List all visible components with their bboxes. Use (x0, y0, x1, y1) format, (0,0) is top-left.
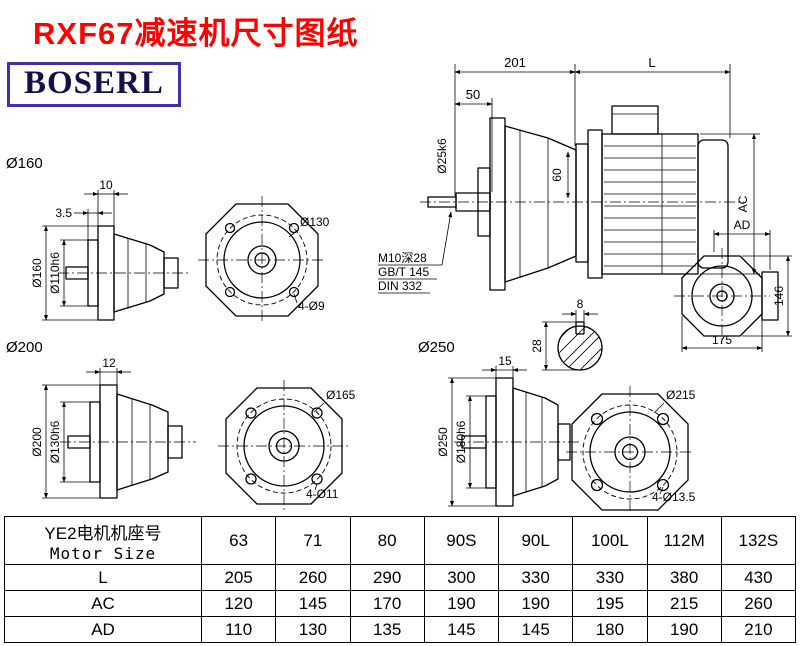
table-cell: 430 (720, 564, 797, 591)
thread-note-m10: M10深28 (378, 251, 427, 265)
table-row-L: L 205 260 290 300 330 330 380 430 (4, 564, 797, 591)
table-cell: 130 (275, 616, 351, 643)
dim-8: 8 (577, 297, 584, 311)
logo: BOSERL (7, 62, 181, 107)
table-cell: 145 (423, 616, 500, 643)
table-cell: 170 (349, 590, 425, 617)
dim-12: 12 (102, 356, 116, 370)
table-cell: 290 (349, 564, 425, 591)
table-col-header: 132S (720, 516, 797, 565)
table-cell: 190 (423, 590, 500, 617)
table-cell: 145 (497, 616, 574, 643)
motor-end-view: AD 146 175 (674, 218, 792, 352)
table-col-header: 90S (423, 516, 500, 565)
table-cell: 300 (423, 564, 500, 591)
keyway-section-detail: 8 28 (530, 297, 603, 371)
table-row-AD: AD 110 130 135 145 145 180 190 210 (4, 616, 797, 643)
dim-15: 15 (498, 354, 512, 368)
dim-4-d11: 4-Ø11 (306, 487, 339, 501)
table-row-AC: AC 120 145 170 190 190 195 215 260 (4, 590, 797, 617)
dim-28: 28 (530, 339, 544, 353)
table-cell: 215 (646, 590, 722, 617)
dim-4-d13-5: 4-Ø13.5 (652, 490, 696, 504)
table-cell: 110 (200, 616, 277, 643)
flange160-side-view: Ø160 10 3.5 Ø160 Ø110h6 (6, 155, 190, 321)
dim-ac: AC (736, 195, 750, 212)
flange200-label: Ø200 (6, 339, 43, 356)
dim-d130h6: Ø130h6 (48, 420, 62, 463)
motor-body (601, 133, 699, 275)
thread-note-gbt: GB/T 145 (378, 265, 429, 279)
table-col-header: 90L (497, 516, 574, 565)
table-cell: 260 (275, 564, 351, 591)
dimension-table: YE2电机机座号 Motor Size 63 71 80 90S 90L 100… (4, 516, 797, 643)
dim-d250: Ø250 (436, 427, 450, 457)
table-cell: 260 (720, 590, 797, 617)
flange200-side-view: Ø200 12 Ø200 Ø130h6 (6, 339, 196, 499)
shaft-diameter-label: Ø25k6 (435, 138, 449, 174)
table-cell: 190 (646, 616, 722, 643)
reducer-housing (504, 125, 577, 283)
motor-size-header-cn: YE2电机机座号 (44, 523, 162, 543)
motor-terminal-box (611, 105, 659, 135)
dim-201: 201 (504, 55, 526, 70)
flange250-side-view: Ø250 15 Ø250 Ø180h6 (418, 339, 582, 507)
table-cell: 145 (275, 590, 351, 617)
thread-note-din: DIN 332 (378, 279, 422, 293)
table-col-header: 112M (646, 516, 722, 565)
table-col-header: 100L (572, 516, 648, 565)
table-cell: 205 (200, 564, 277, 591)
flange160-label: Ø160 (6, 155, 43, 172)
dim-l: L (648, 55, 655, 70)
table-cell: 330 (497, 564, 574, 591)
table-col-header: 63 (200, 516, 277, 565)
flange250-label: Ø250 (418, 339, 455, 356)
dim-d160: Ø160 (30, 258, 44, 288)
dim-60: 60 (550, 168, 564, 182)
dim-146: 146 (772, 286, 786, 306)
flange160-front-view: Ø130 4-Ø9 (198, 196, 330, 324)
dim-4-d9: 4-Ø9 (298, 299, 325, 313)
dim-50: 50 (466, 87, 480, 102)
dim-d165: Ø165 (326, 388, 356, 402)
row-label: AD (4, 616, 202, 643)
dim-d200: Ø200 (30, 427, 44, 457)
table-cell: 120 (200, 590, 277, 617)
dim-d215: Ø215 (666, 388, 696, 402)
table-cell: 180 (572, 616, 648, 643)
dim-175: 175 (712, 333, 732, 347)
table-col-header: 80 (349, 516, 425, 565)
table-cell: 190 (497, 590, 574, 617)
dim-3-5: 3.5 (55, 206, 72, 220)
row-label: AC (4, 590, 202, 617)
table-cell: 330 (572, 564, 648, 591)
dim-d110h6: Ø110h6 (48, 252, 62, 294)
motor-size-header: YE2电机机座号 Motor Size (4, 516, 202, 565)
table-header-row: YE2电机机座号 Motor Size 63 71 80 90S 90L 100… (4, 516, 797, 565)
table-cell: 380 (646, 564, 722, 591)
table-cell: 210 (720, 616, 797, 643)
logo-text: BOSERL (24, 65, 164, 101)
dim-d130: Ø130 (300, 215, 330, 229)
dim-ad: AD (734, 218, 751, 232)
page-title: RXF67减速机尺寸图纸 (33, 16, 359, 51)
table-col-header: 71 (275, 516, 351, 565)
row-label: L (4, 564, 202, 591)
motor-size-header-en: Motor Size (49, 543, 157, 563)
flange200-front-view: Ø165 4-Ø11 (218, 380, 356, 512)
motor-flange (587, 129, 603, 279)
flange250-front-view: Ø215 4-Ø13.5 (566, 386, 696, 512)
table-cell: 135 (349, 616, 425, 643)
dim-10: 10 (99, 178, 113, 192)
motor-fan-cover (697, 139, 729, 269)
table-cell: 195 (572, 590, 648, 617)
drawing-canvas: 201 L 50 Ø25k6 60 A (6, 55, 792, 512)
main-assembly-view: 201 L 50 Ø25k6 60 A (378, 55, 760, 294)
